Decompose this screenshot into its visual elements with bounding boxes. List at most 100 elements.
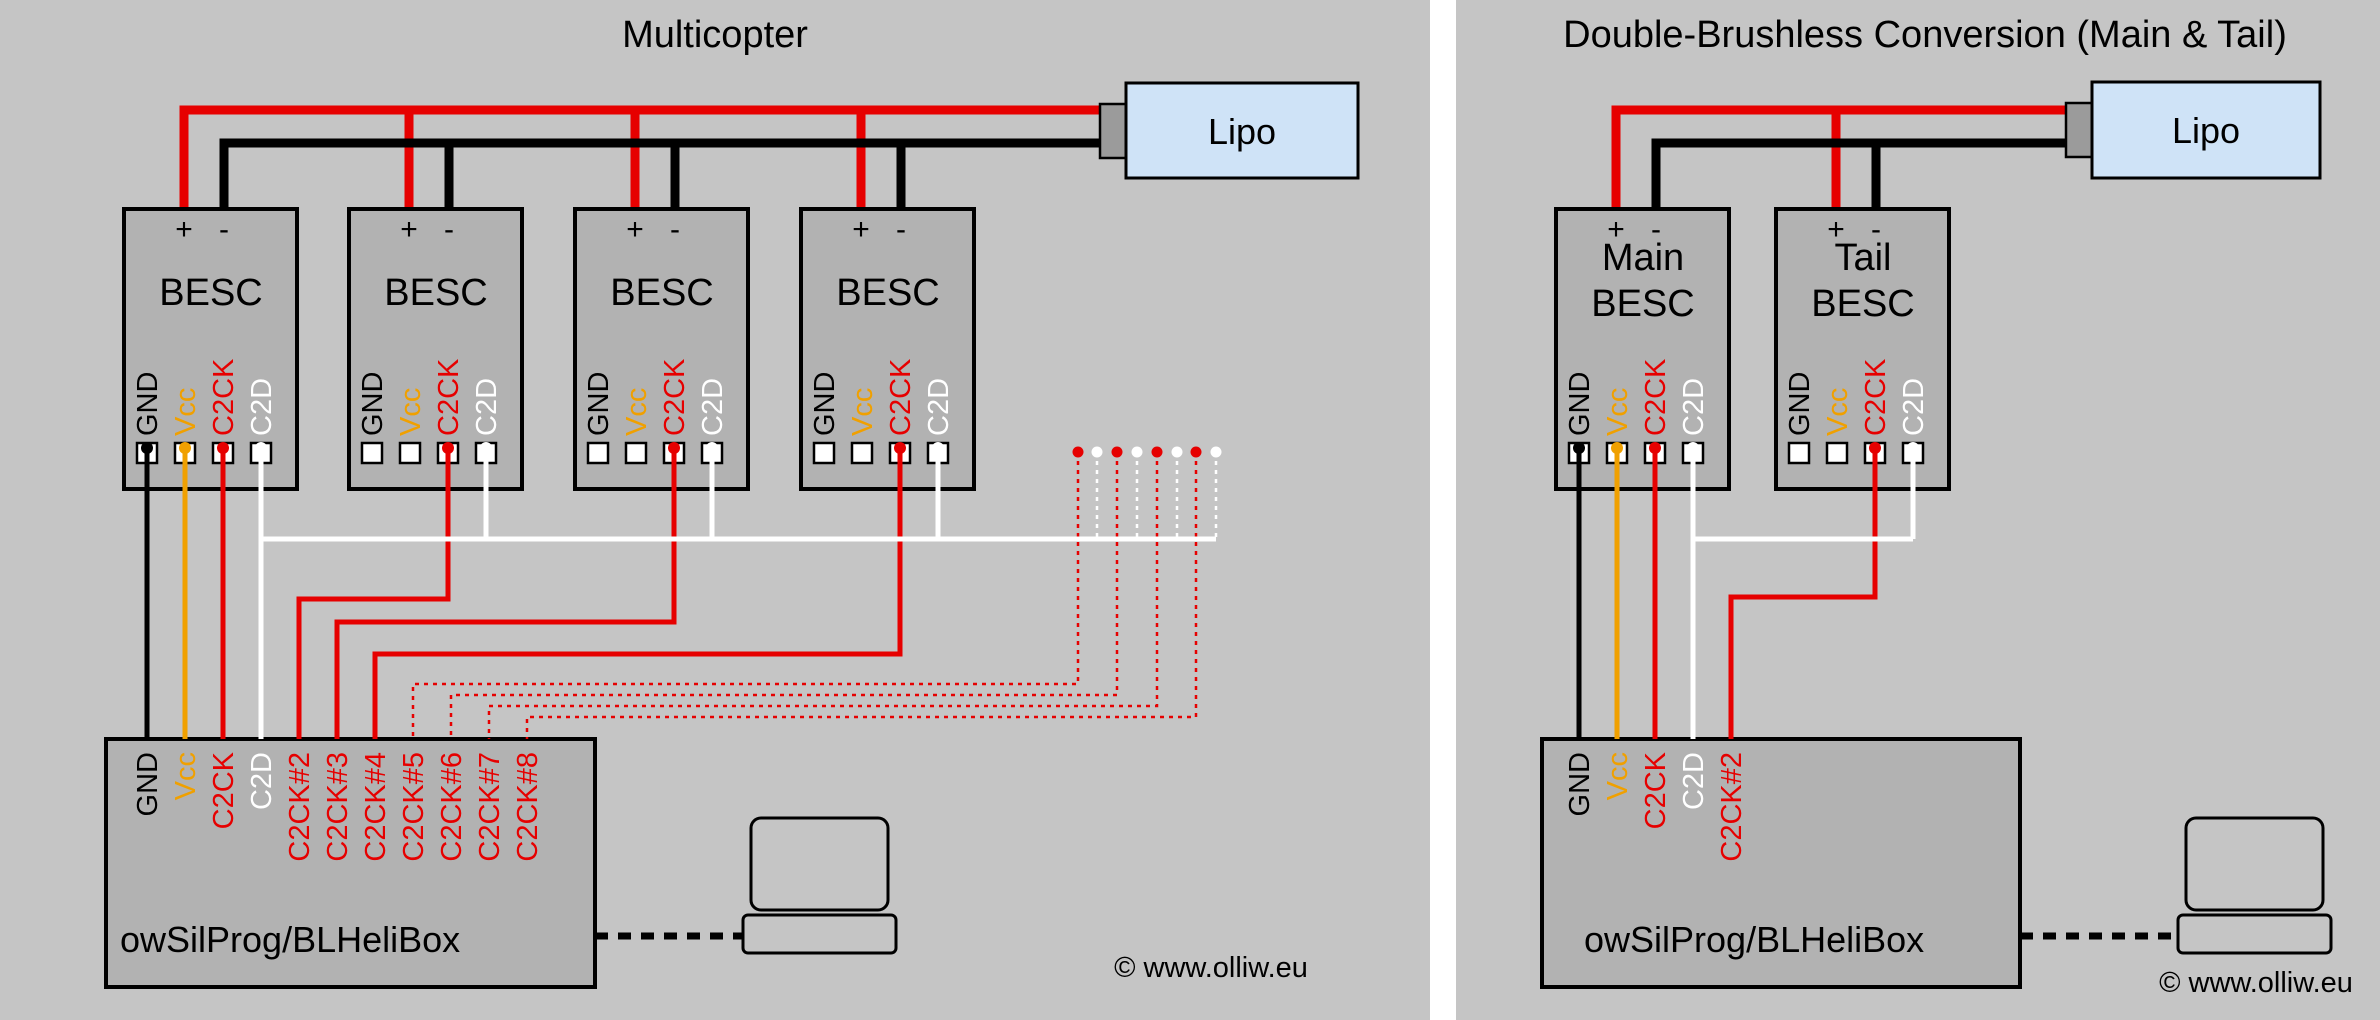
dot-c2ck7 [1151,446,1163,458]
prog-pin-gnd: GND [1564,752,1596,816]
wire-c2ck4 [372,448,903,739]
pin-label-c2ck: C2CK [1640,358,1672,436]
pin-label-gnd: GND [809,372,841,436]
lipo-battery-right: Lipo [2064,80,2322,180]
right-signal-wires [1576,448,1916,739]
pin-label-c2ck: C2CK [885,358,917,436]
left-power-wires [179,105,1113,209]
pin-label-c2d: C2D [471,378,503,436]
pin-label-c2d: C2D [1898,378,1930,436]
besc-unit-2: + - BESC GND Vcc C2CK C2D [347,207,524,491]
lipo-box [2090,80,2322,180]
pin-gnd [812,441,836,465]
pin-label-c2d: C2D [246,378,278,436]
plus-terminal-label: + [400,213,418,246]
prog-pin-c2ck2: C2CK#2 [284,752,316,862]
pin-gnd [586,441,610,465]
lipo-label: Lipo [2172,110,2240,151]
prog-pin-c2ck3: C2CK#3 [322,752,354,862]
prog-pin-c2ck6: C2CK#6 [436,752,468,862]
copyright-left: © www.olliw.eu [1114,952,1308,984]
lipo-connector [2064,101,2094,159]
dot-c2ck6 [1111,446,1123,458]
lipo-connector [1098,102,1128,160]
right-junction-dots [1573,442,1919,454]
plus-terminal-label: + [1607,213,1625,246]
pin-label-c2ck: C2CK [659,358,691,436]
pin-label-c2ck: C2CK [1860,358,1892,436]
minus-terminal-label: - [219,213,229,246]
besc-label: BESC [159,272,262,314]
wire-c2ck7-dotted [487,452,1159,739]
dot-c2d-main [1687,442,1699,454]
prog-pin-c2ck7: C2CK#7 [474,752,506,862]
pin-label-gnd: GND [132,372,164,436]
dot-c2ck-tail [1869,442,1881,454]
dot-c2ck8 [1190,446,1202,458]
wire-c2ck-tail [1728,448,1878,739]
computer-left [595,816,898,955]
left-panel: Multicopter Lipo + - BESC [0,0,1430,1020]
pin-label-vcc: Vcc [170,388,202,436]
dot-c2d4 [932,442,944,454]
computer-right [2020,816,2333,955]
minus-terminal-label: - [1871,213,1881,246]
dot-c2d8 [1210,446,1222,458]
right-panel-title: Double-Brushless Conversion (Main & Tail… [1563,14,2287,56]
copyright-right: © www.olliw.eu [2159,967,2353,999]
minus-terminal-label: - [1651,213,1661,246]
besc-label-line1: Main [1602,237,1684,279]
monitor-icon [2184,816,2325,912]
dot-c2d3 [706,442,718,454]
dot-c2ck2 [442,442,454,454]
dot-c2ck4 [894,442,906,454]
programmer-box [104,737,597,989]
dot-c2ck3 [668,442,680,454]
pin-label-vcc: Vcc [1602,388,1634,436]
programmer-label: owSilProg/BLHeliBox [1584,919,1924,960]
besc-unit-tail: + - Tail BESC GND Vcc C2CK C2D [1774,207,1951,491]
besc-unit-main: + - Main BESC GND Vcc C2CK C2D [1554,207,1731,491]
besc-label-line1: Tail [1834,237,1891,279]
lipo-battery-left: Lipo [1098,81,1360,180]
lipo-positive-wire [1611,105,2079,209]
dot-vcc [179,442,191,454]
besc-unit-4: + - BESC GND Vcc C2CK C2D [799,207,976,491]
prog-pin-c2ck2: C2CK#2 [1716,752,1748,862]
besc-label-line2: BESC [1811,283,1914,325]
dot-c2d1 [255,442,267,454]
besc-label: BESC [836,272,939,314]
right-power-wires [1611,105,2079,209]
plus-terminal-label: + [1827,213,1845,246]
wire-c2ck2 [296,448,451,739]
prog-pin-c2ck: C2CK [1640,751,1672,829]
pin-vcc [624,441,648,465]
keyboard-icon [741,913,898,955]
lipo-negative-wire [219,138,1113,209]
wire-c2ck8-dotted [525,452,1198,739]
wire-c2ck3 [334,448,677,739]
dot-c2d6 [1131,446,1143,458]
dot-c2d2 [480,442,492,454]
minus-terminal-label: - [896,213,906,246]
left-signal-wires [144,448,1218,739]
dot-gnd [141,442,153,454]
pin-label-vcc: Vcc [395,388,427,436]
pin-label-c2d: C2D [923,378,955,436]
lipo-positive-wire [179,105,1113,209]
plus-terminal-label: + [175,213,193,246]
besc-unit-1: + - BESC GND Vcc C2CK C2D [122,207,299,491]
dot-c2ck5 [1072,446,1084,458]
besc-label-line2: BESC [1591,283,1694,325]
dot-gnd [1573,442,1585,454]
left-junction-dots [141,442,1222,458]
prog-pin-c2ck: C2CK [208,751,240,829]
dot-c2d7 [1171,446,1183,458]
pin-label-c2ck: C2CK [208,358,240,436]
prog-pin-c2d: C2D [246,752,278,810]
dot-c2ck1 [217,442,229,454]
pin-label-vcc: Vcc [1822,388,1854,436]
programmer-left: owSilProg/BLHeliBox GND Vcc C2CK C2D C2C… [104,737,597,989]
pin-label-vcc: Vcc [847,388,879,436]
